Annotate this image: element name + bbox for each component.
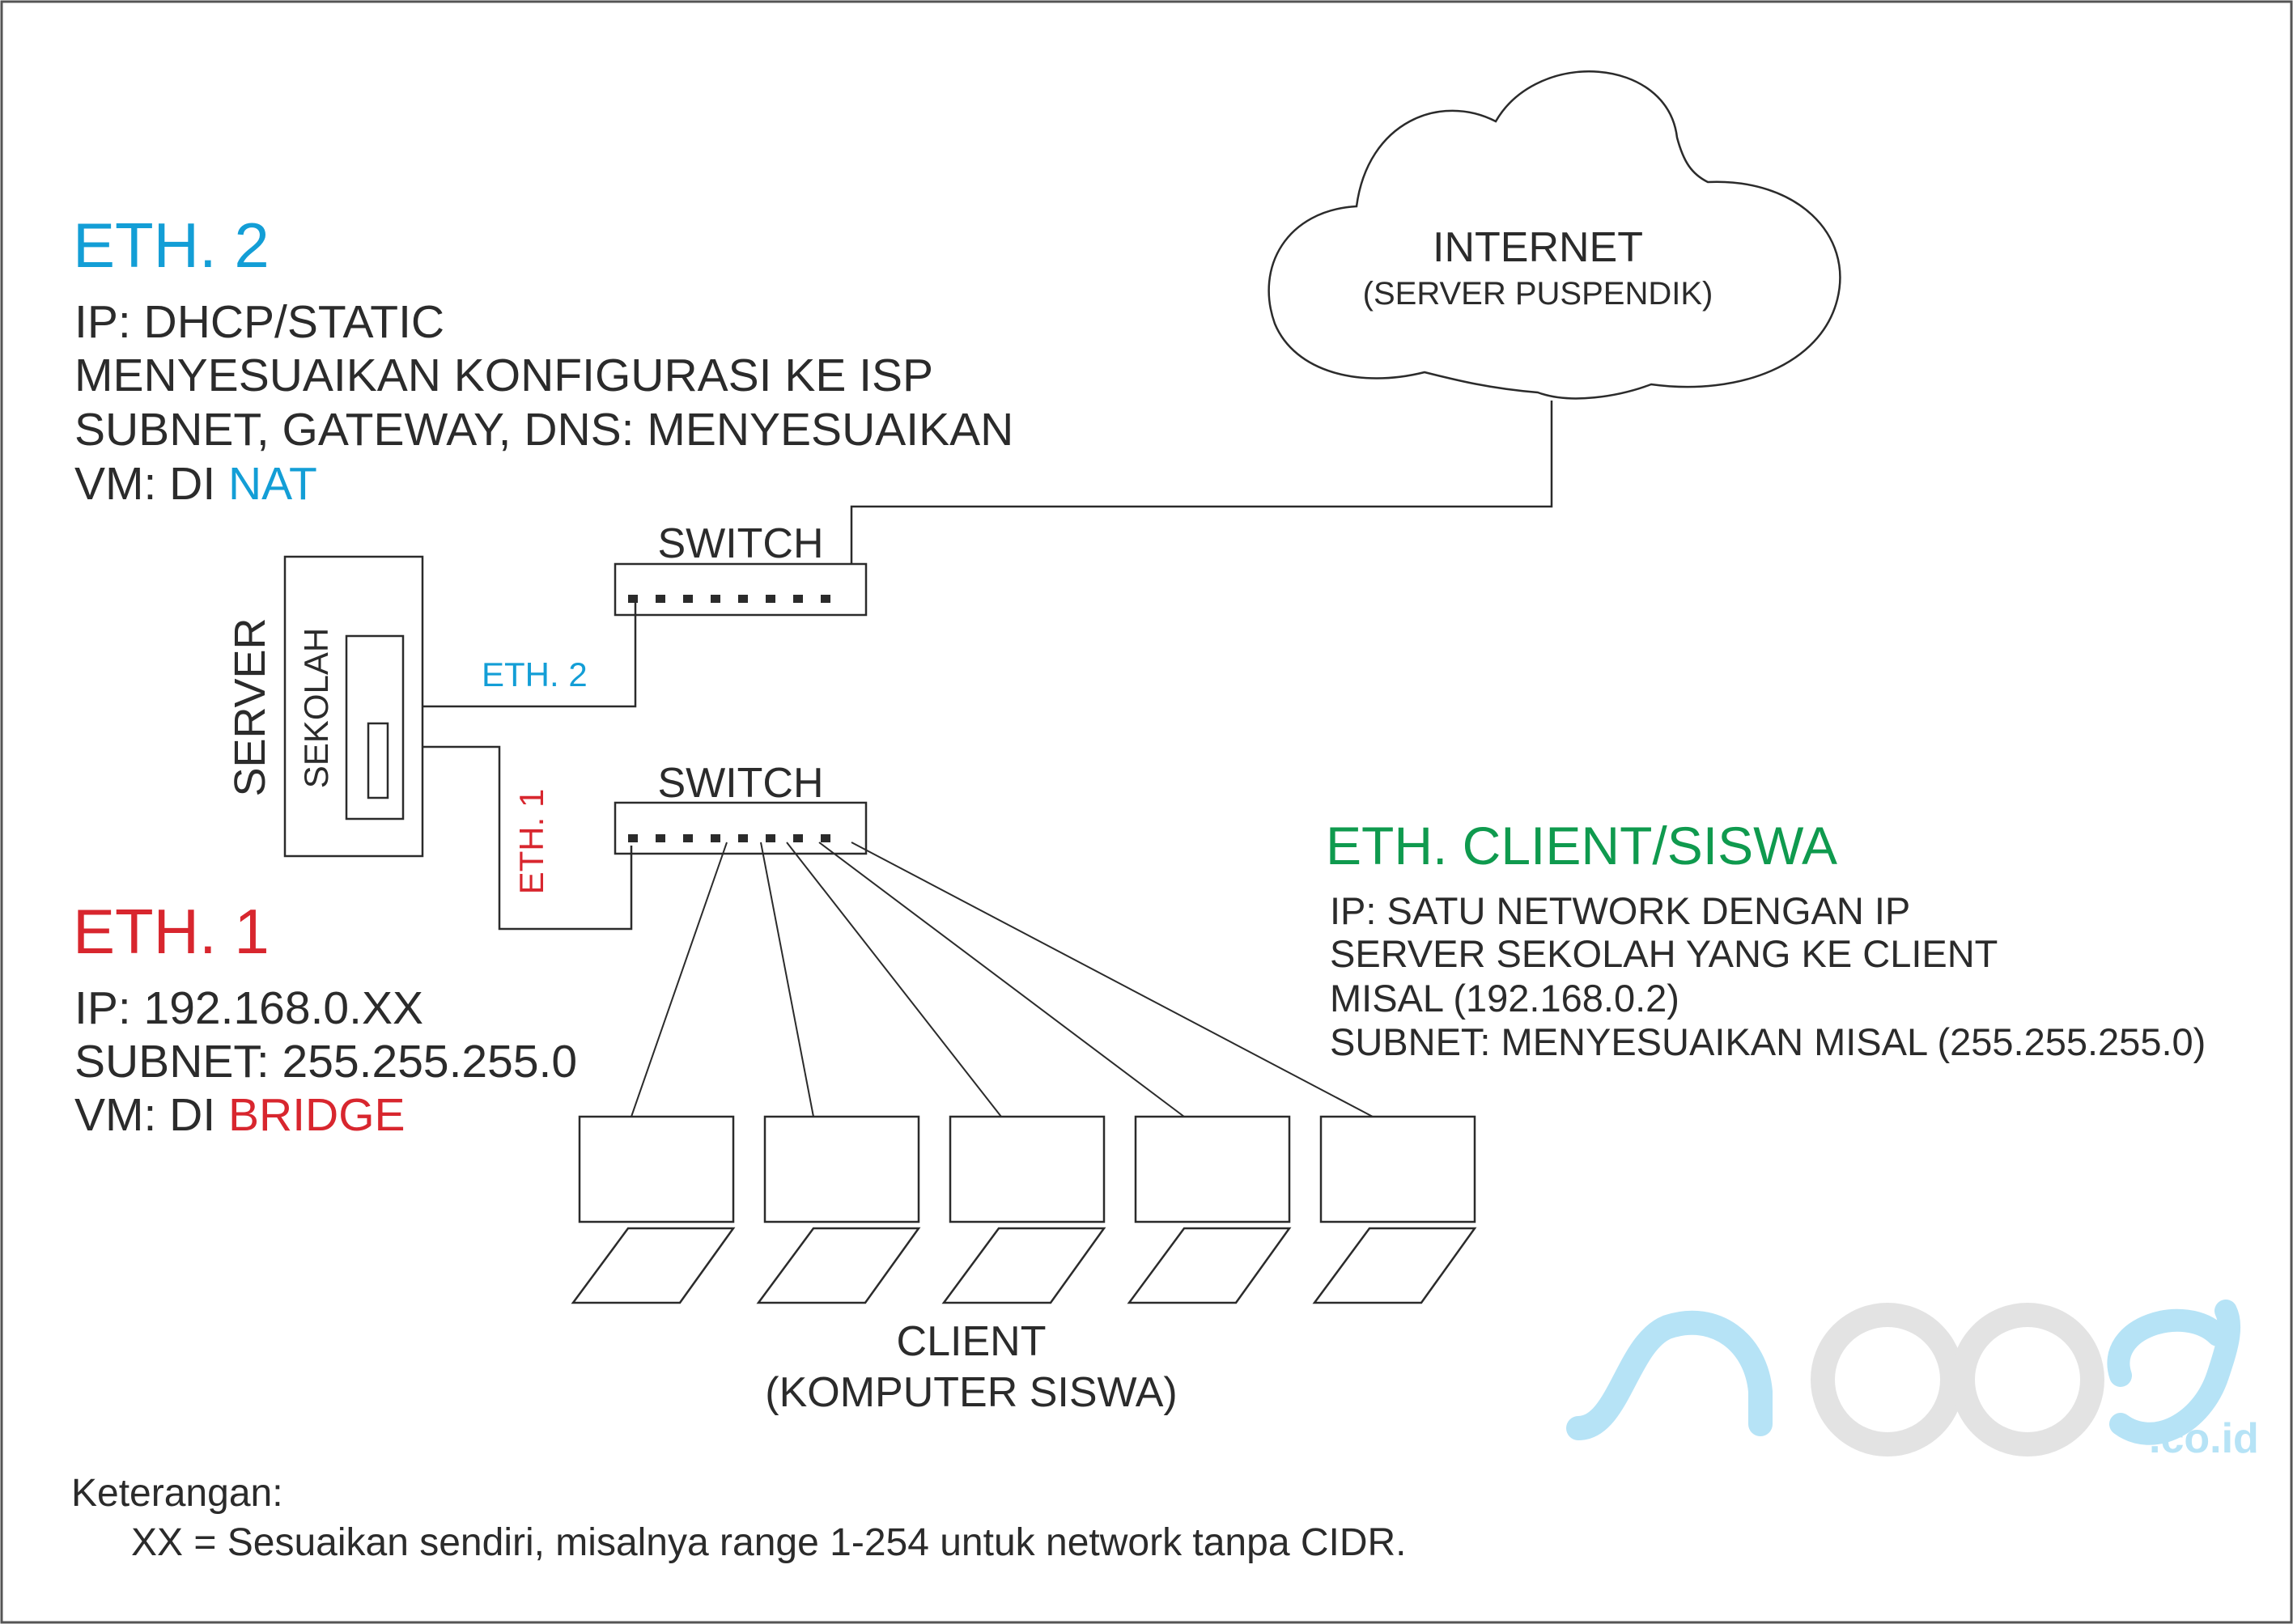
switch-top-ports — [628, 595, 830, 603]
laptop-keyboard — [1312, 1227, 1477, 1304]
switch-port — [628, 834, 638, 842]
internet-label: INTERNET — [1433, 224, 1643, 271]
switch-port — [821, 834, 830, 842]
switch-port — [656, 834, 665, 842]
switch-port — [711, 834, 720, 842]
eth1-heading: ETH. 1 — [73, 896, 270, 967]
eth1-line-1: IP: 192.168.0.XX — [74, 982, 423, 1034]
laptop-keyboard — [756, 1227, 921, 1304]
laptop — [941, 1115, 1106, 1304]
watermark-logo — [1566, 1300, 2241, 1457]
internet-sublabel: (SERVER PUSPENDIK) — [1362, 276, 1713, 312]
server-sublabel: SEKOLAH — [297, 627, 335, 789]
eth1-vm-prefix: VM: DI — [74, 1089, 229, 1141]
client-line-3: MISAL (192.168.0.2) — [1330, 977, 1679, 1020]
client-laptops — [571, 1115, 1477, 1304]
switch-port — [683, 834, 693, 842]
eth2-line-2: MENYESUAIKAN KONFIGURASI KE ISP — [74, 350, 934, 401]
laptop-keyboard — [571, 1227, 736, 1304]
switch-port — [656, 595, 665, 603]
laptop — [571, 1115, 736, 1304]
eth2-line-3: SUBNET, GATEWAY, DNS: MENYESUAIKAN — [74, 404, 1014, 456]
client-line-2: SERVER SEKOLAH YANG KE CLIENT — [1330, 932, 1998, 975]
client-link — [818, 842, 1185, 1117]
switch-port — [683, 595, 693, 603]
server-label: SERVER — [226, 617, 274, 797]
eth2-heading: ETH. 2 — [73, 210, 270, 281]
laptop-screen — [949, 1115, 1106, 1223]
switch-port — [793, 834, 803, 842]
switch-port — [766, 595, 775, 603]
laptop-screen — [1134, 1115, 1291, 1223]
watermark-suffix: .co.id — [2149, 1415, 2259, 1462]
client-link — [786, 842, 1002, 1117]
switch-port — [738, 595, 748, 603]
internet-cloud — [1268, 70, 1841, 400]
clients-sublabel: (KOMPUTER SISWA) — [765, 1369, 1178, 1416]
switch-port — [821, 595, 830, 603]
legend-note: XX = Sesuaikan sendiri, misalnya range 1… — [131, 1521, 1407, 1564]
switch-port — [766, 834, 775, 842]
laptop — [1312, 1115, 1477, 1304]
client-heading: ETH. CLIENT/SISWA — [1326, 816, 1837, 876]
eth2-vm-prefix: VM: DI — [74, 458, 229, 510]
eth1-link-label: ETH. 1 — [512, 788, 550, 895]
laptop-keyboard — [1127, 1227, 1292, 1304]
switch-bottom-label: SWITCH — [657, 760, 824, 807]
switch-port — [711, 595, 720, 603]
switch-bottom-ports — [628, 834, 830, 842]
laptop-keyboard — [941, 1227, 1106, 1304]
laptop-screen — [578, 1115, 735, 1223]
switch-top — [614, 562, 868, 617]
client-link — [760, 842, 814, 1117]
switch-top-label: SWITCH — [657, 520, 824, 567]
server-drive-slot — [367, 722, 389, 799]
eth2-vm-mode: NAT — [228, 458, 317, 510]
legend-title: Keterangan: — [71, 1472, 283, 1515]
eth2-link-label: ETH. 2 — [482, 655, 588, 693]
laptop-screen — [763, 1115, 920, 1223]
client-links — [631, 842, 1374, 1117]
client-link — [631, 842, 728, 1117]
switch-port — [628, 595, 638, 603]
switch-port — [793, 595, 803, 603]
client-line-4: SUBNET: MENYESUAIKAN MISAL (255.255.255.… — [1330, 1020, 2206, 1063]
internet-link — [850, 401, 1553, 597]
eth2-link — [423, 601, 637, 708]
laptop — [1127, 1115, 1292, 1304]
eth2-line-1: IP: DHCP/STATIC — [74, 296, 445, 348]
eth1-vm-mode: BRIDGE — [228, 1089, 406, 1141]
eth1-line-2: SUBNET: 255.255.255.0 — [74, 1036, 578, 1088]
eth1-line-3: VM: DI BRIDGE — [74, 1092, 406, 1138]
client-line-1: IP: SATU NETWORK DENGAN IP — [1330, 889, 1911, 932]
eth2-line-4: VM: DI NAT — [74, 461, 317, 507]
switch-port — [738, 834, 748, 842]
clients-label: CLIENT — [896, 1318, 1047, 1365]
eth1-link — [423, 745, 633, 931]
laptop-screen — [1319, 1115, 1476, 1223]
client-link — [851, 842, 1374, 1117]
switch-bottom — [614, 801, 868, 855]
laptop — [756, 1115, 921, 1304]
